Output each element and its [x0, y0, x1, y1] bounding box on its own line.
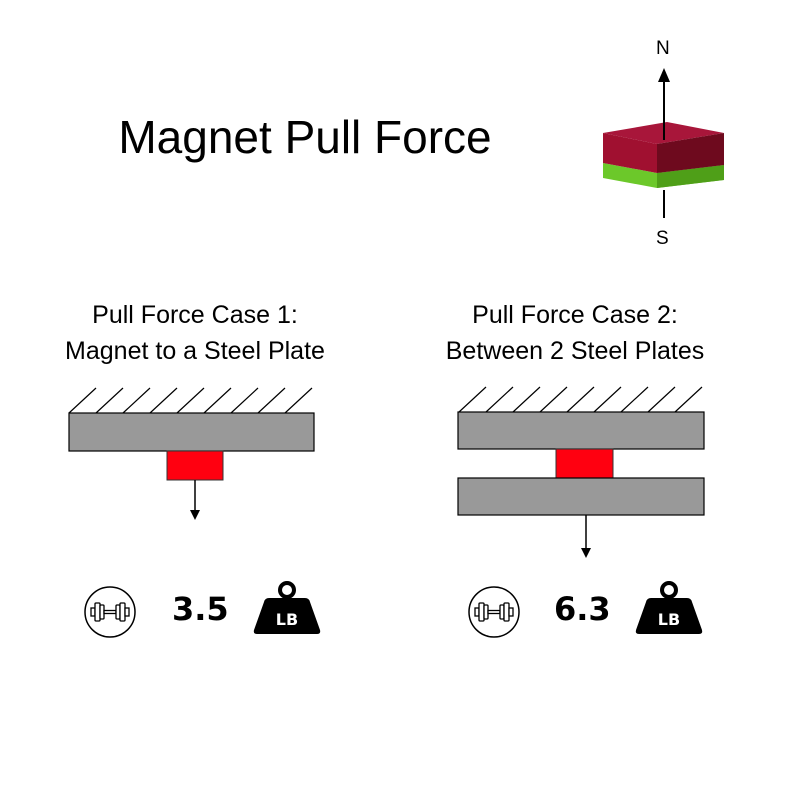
south-label: S: [656, 228, 669, 249]
case-1-value: 3.5: [172, 590, 229, 628]
case-2-diagram: [457, 386, 705, 558]
pull-arrowhead: [581, 548, 591, 558]
dumbbell-icon: [84, 586, 136, 638]
case-2-value: 6.3: [554, 590, 611, 628]
top-steel-plate: [457, 411, 705, 450]
case-2-title-line2: Between 2 Steel Plates: [445, 337, 705, 365]
north-label: N: [656, 38, 670, 59]
case-2-title-line1: Pull Force Case 2:: [472, 301, 678, 329]
case-2-title: Pull Force Case 2: Between 2 Steel Plate…: [405, 297, 745, 369]
magnet-block: [555, 448, 614, 479]
steel-plate: [68, 412, 315, 452]
north-pole-front: [603, 133, 657, 173]
north-arrowhead: [658, 68, 670, 82]
dumbbell-icon: [468, 586, 520, 638]
case-1-title: Pull Force Case 1: Magnet to a Steel Pla…: [25, 297, 365, 369]
wall-hatching: [68, 387, 313, 414]
bottom-steel-plate: [457, 477, 705, 516]
case-1-diagram: [68, 387, 315, 520]
case-1-title-line1: Pull Force Case 1:: [92, 301, 298, 329]
north-pole-side: [657, 133, 724, 173]
pull-arrowhead: [190, 510, 200, 520]
wall-hatching: [458, 386, 703, 413]
unit-label: LB: [658, 610, 680, 629]
weight-lb-icon: LB: [634, 580, 704, 636]
case-1-title-line2: Magnet to a Steel Plate: [65, 337, 325, 365]
magnet-illustration: [603, 68, 724, 218]
weight-lb-icon: LB: [252, 580, 322, 636]
unit-label: LB: [276, 610, 298, 629]
page-title: Magnet Pull Force: [118, 111, 492, 163]
south-pole-side: [657, 165, 724, 188]
magnet-block: [166, 450, 224, 481]
